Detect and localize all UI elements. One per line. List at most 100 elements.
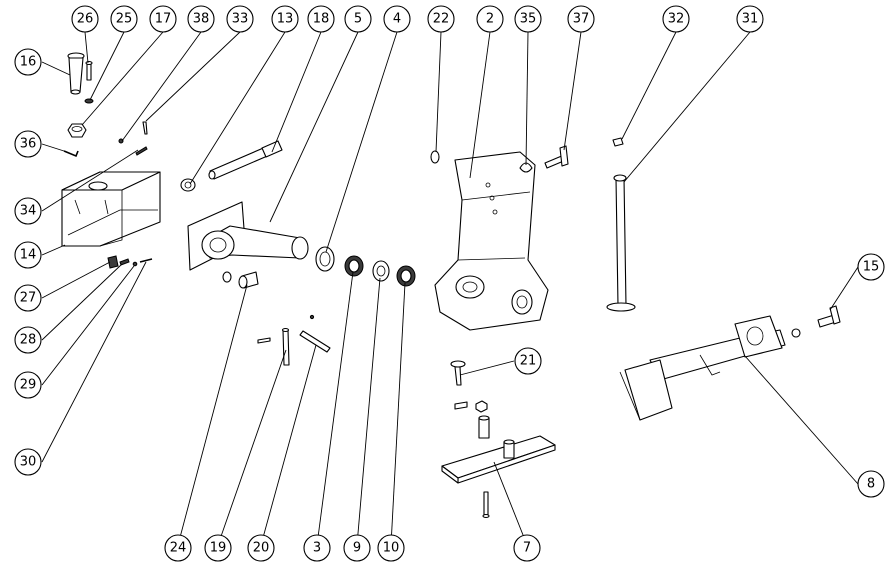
- part-26-bolt: [85, 60, 93, 81]
- part-38-pin: [118, 138, 124, 144]
- part-16-pin: [67, 52, 85, 95]
- part-19-pin: [281, 327, 290, 366]
- callout-label: 19: [210, 541, 227, 556]
- callout-label: 8: [867, 477, 875, 492]
- callout-label: 9: [353, 541, 361, 556]
- callout-label: 32: [668, 12, 685, 27]
- part-13-fitting: [180, 178, 196, 192]
- callout-label: 2: [486, 12, 494, 27]
- part-18-shaft: [208, 140, 283, 180]
- callout-13: 13: [271, 5, 299, 33]
- callout-17: 17: [149, 5, 177, 33]
- part-36-hook: [63, 150, 79, 158]
- callout-21: 21: [514, 347, 542, 375]
- callout-label: 35: [520, 12, 537, 27]
- part-32-fitting: [612, 137, 624, 147]
- callout-label: 25: [116, 12, 133, 27]
- part-28-pin: [119, 258, 130, 266]
- callout-label: 3: [313, 541, 321, 556]
- callout-label: 31: [742, 12, 759, 27]
- callout-3: 3: [303, 534, 331, 562]
- callout-31: 31: [736, 5, 764, 33]
- callout-10: 10: [377, 534, 405, 562]
- part-20-splitpin: [299, 314, 331, 353]
- callout-label: 36: [20, 137, 37, 152]
- callout-label: 18: [313, 12, 330, 27]
- part-34-pin: [135, 146, 148, 156]
- leader-lines: [41, 31, 859, 546]
- callout-38: 38: [187, 5, 215, 33]
- callout-label: 24: [170, 541, 187, 556]
- callout-9: 9: [343, 534, 371, 562]
- part-31-post: [606, 174, 636, 312]
- callout-label: 17: [155, 12, 172, 27]
- callout-16: 16: [14, 48, 42, 76]
- part-29-ball: [132, 261, 138, 267]
- callout-32: 32: [662, 5, 690, 33]
- part-nut-21: [475, 400, 488, 413]
- callout-37: 37: [567, 5, 595, 33]
- callout-4: 4: [383, 5, 411, 33]
- callout-18: 18: [307, 5, 335, 33]
- callout-19: 19: [204, 534, 232, 562]
- callout-label: 21: [520, 354, 537, 369]
- callout-30: 30: [14, 448, 42, 476]
- part-22-ring: [430, 150, 440, 164]
- part-33-bolt: [142, 121, 148, 135]
- part-37-bolt: [544, 145, 569, 169]
- callout-label: 37: [573, 12, 590, 27]
- callout-label: 4: [393, 12, 401, 27]
- callout-label: 38: [193, 12, 210, 27]
- part-25-washer: [84, 98, 94, 104]
- callout-26: 26: [71, 5, 99, 33]
- part-7-plate: [441, 415, 556, 519]
- callout-2: 2: [476, 5, 504, 33]
- callout-label: 20: [253, 541, 270, 556]
- part-14-frame: [61, 171, 161, 247]
- callout-label: 10: [383, 541, 400, 556]
- callout-15: 15: [857, 253, 885, 281]
- callout-33: 33: [226, 5, 254, 33]
- part-24-bushing: [238, 271, 259, 289]
- part-15-nut: [791, 328, 801, 338]
- callout-34: 34: [14, 197, 42, 225]
- callout-25: 25: [110, 5, 138, 33]
- callout-label: 7: [523, 541, 531, 556]
- callout-label: 13: [277, 12, 294, 27]
- callout-label: 14: [20, 248, 37, 263]
- callout-label: 28: [20, 333, 37, 348]
- callout-label: 34: [20, 204, 37, 219]
- part-15-pin: [817, 305, 841, 328]
- callout-label: 22: [433, 12, 450, 27]
- callout-28: 28: [14, 326, 42, 354]
- part-2-housing: [434, 151, 549, 331]
- callout-7: 7: [513, 534, 541, 562]
- callout-22: 22: [427, 5, 455, 33]
- callout-label: 27: [20, 291, 37, 306]
- part-8-arm: [619, 315, 786, 421]
- callout-20: 20: [247, 534, 275, 562]
- callout-label: 33: [232, 12, 249, 27]
- callout-label: 5: [354, 12, 362, 27]
- part-17-nut: [67, 123, 87, 138]
- callout-36: 36: [14, 130, 42, 158]
- part-9-washer: [372, 260, 390, 282]
- part-21-pin: [450, 360, 466, 386]
- part-27-clip: [107, 255, 119, 269]
- part-10-cup: [396, 265, 416, 287]
- callout-35: 35: [514, 5, 542, 33]
- callout-label: 16: [20, 55, 37, 70]
- callout-29: 29: [14, 371, 42, 399]
- part-5-spindle-plate: [187, 201, 309, 271]
- part-bolt-small: [257, 337, 271, 344]
- part-washer-small: [222, 271, 232, 283]
- part-4-seal: [315, 246, 335, 272]
- part-30-pin: [139, 258, 153, 263]
- callout-label: 29: [20, 378, 37, 393]
- callout-24: 24: [164, 534, 192, 562]
- callout-27: 27: [14, 284, 42, 312]
- part-35-hook: [519, 162, 533, 173]
- callout-label: 30: [20, 455, 37, 470]
- callout-label: 26: [77, 12, 94, 27]
